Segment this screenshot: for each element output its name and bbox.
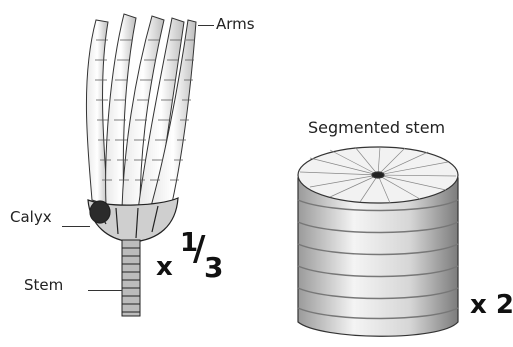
crinoid-scale: x 1 / 3	[156, 230, 226, 290]
crinoid-scale-x: x	[156, 254, 173, 280]
segmented-stem-label: Segmented stem	[308, 120, 445, 136]
calyx-leader-line	[62, 226, 90, 227]
arms-label: Arms	[216, 17, 255, 32]
stem-leader-line	[88, 290, 122, 291]
crinoid-arms	[86, 14, 196, 212]
calyx-label: Calyx	[10, 210, 52, 225]
crinoid-stem	[122, 240, 140, 316]
arms-leader-line	[198, 25, 214, 26]
crinoid-scale-denominator: 3	[204, 254, 223, 282]
segmented-stem-illustration	[298, 147, 458, 336]
segment-scale: x 2	[470, 292, 513, 318]
stem-label: Stem	[24, 278, 63, 293]
